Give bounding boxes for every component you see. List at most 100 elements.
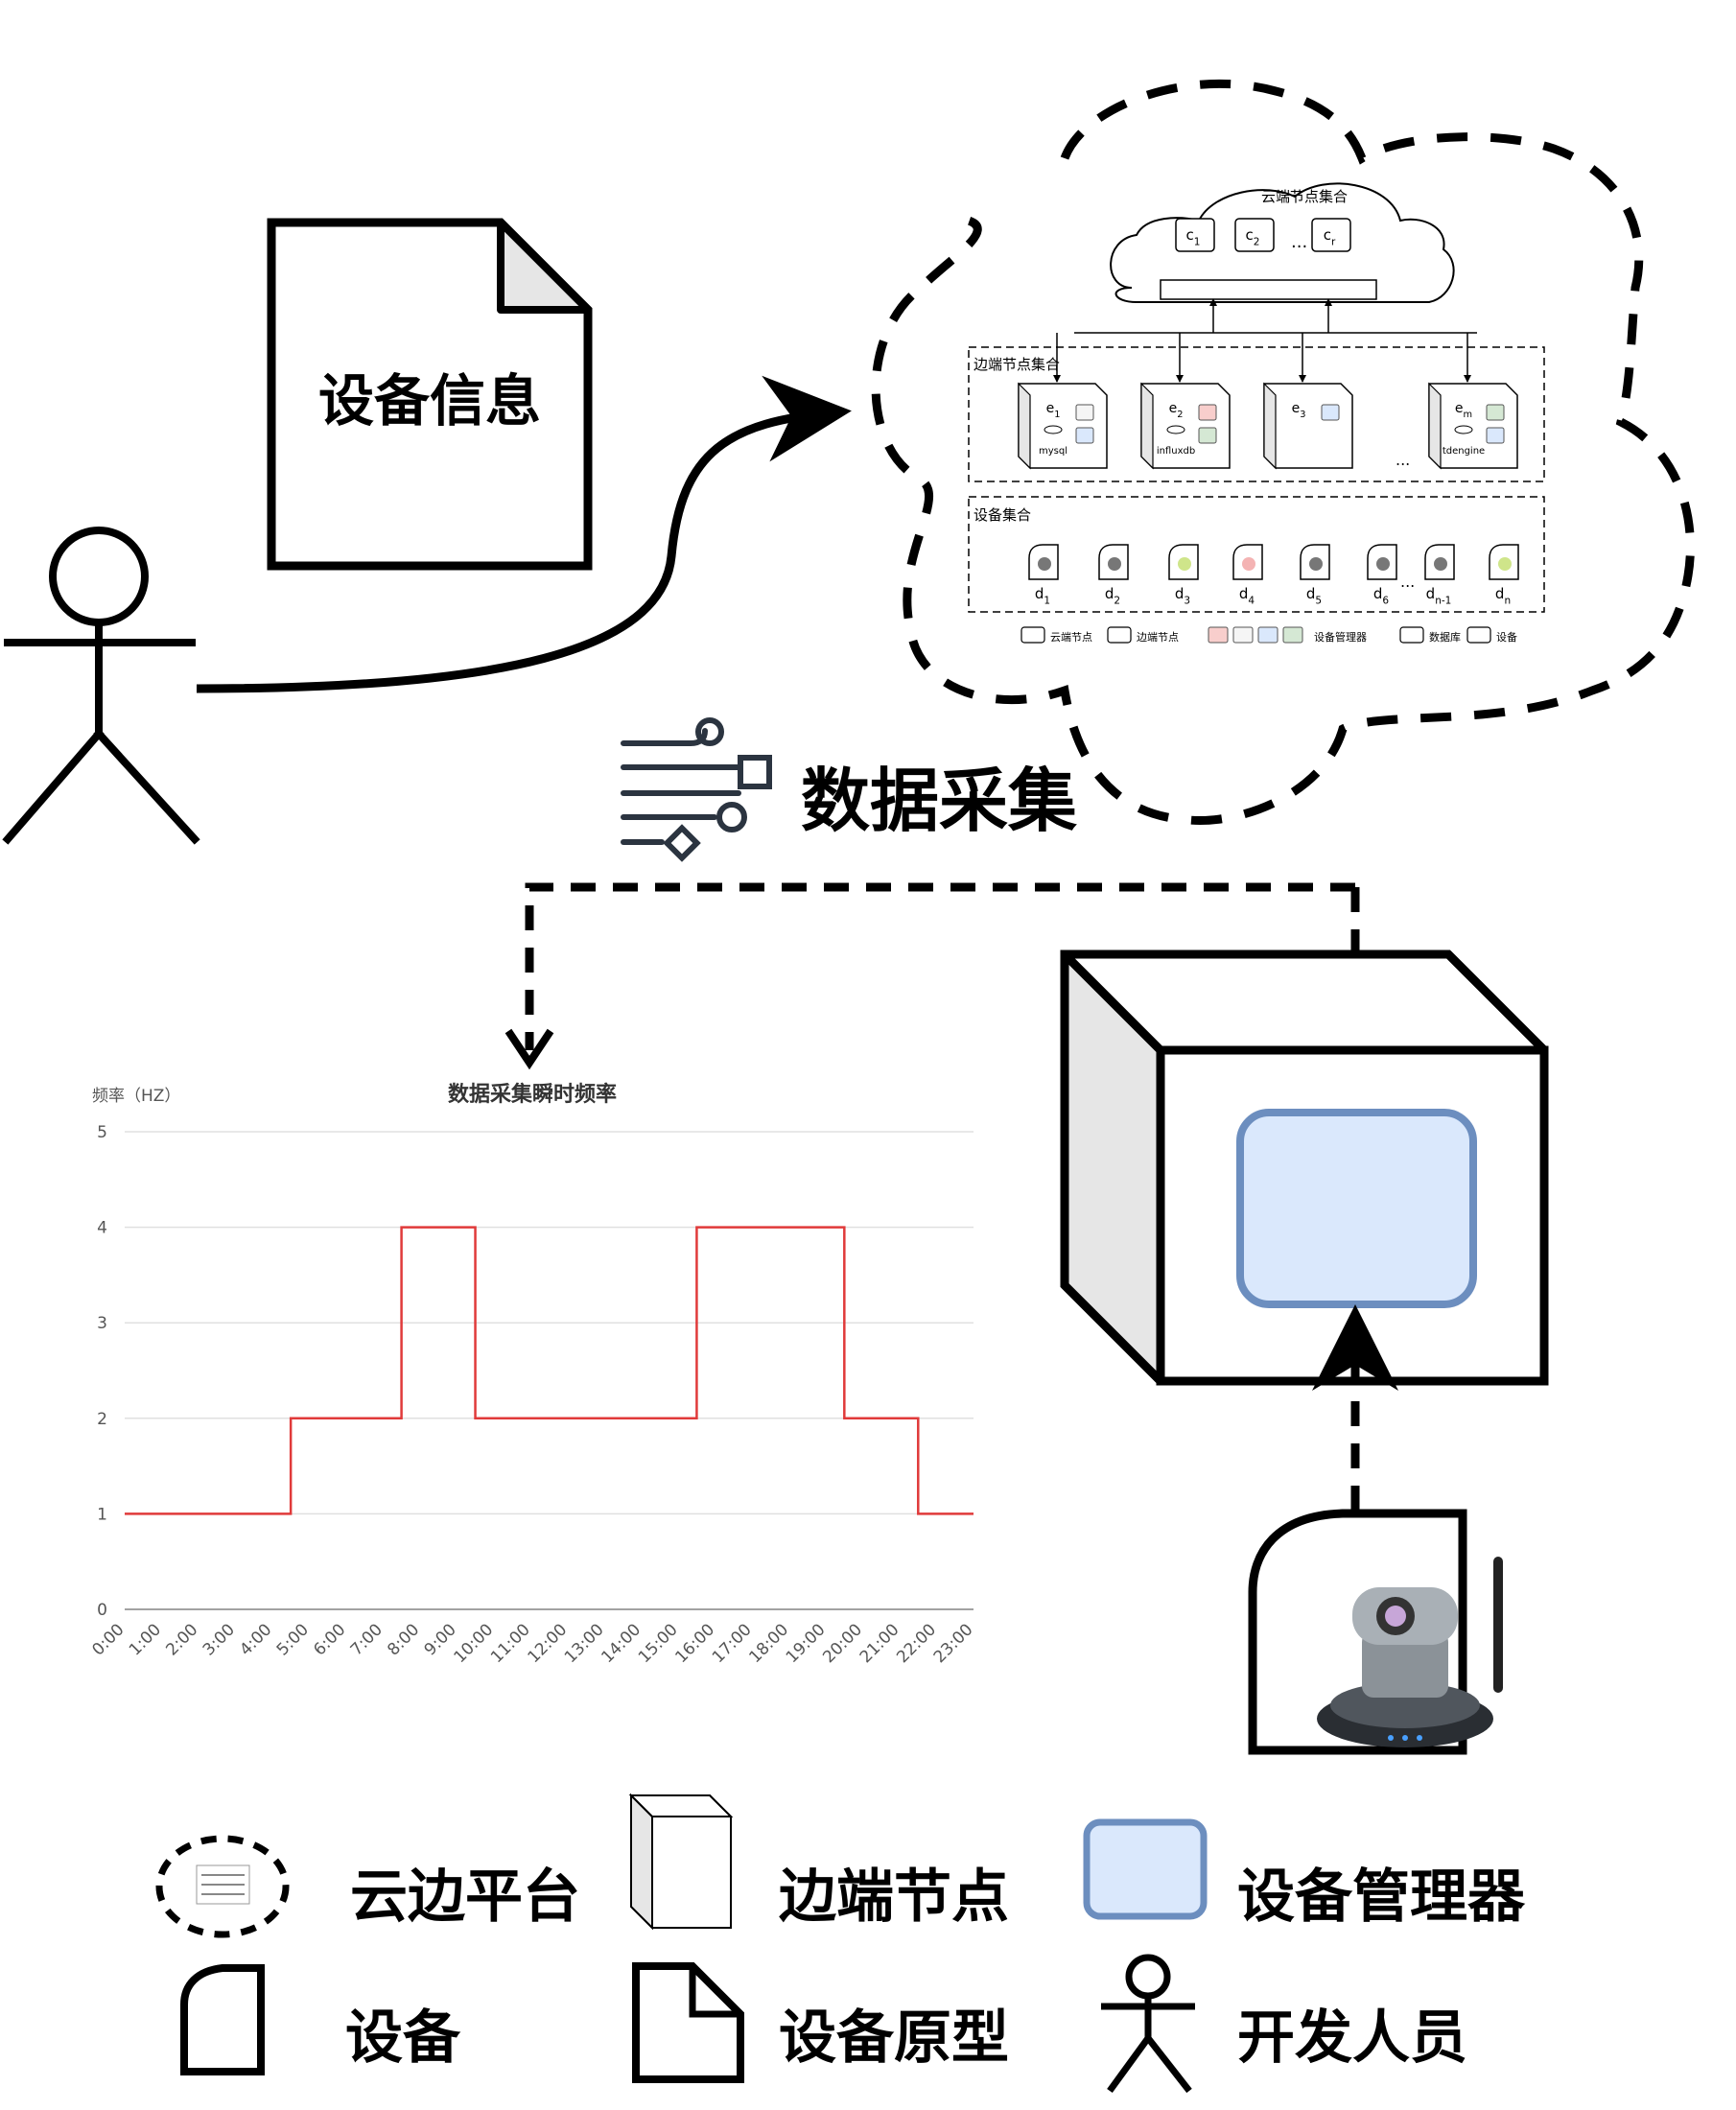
cloud-node-box — [1234, 218, 1275, 252]
device-ellipsis: ... — [1400, 573, 1415, 591]
device-label: d2 — [1105, 585, 1120, 606]
camera-icon — [1317, 1557, 1503, 1747]
mini-legend-manager-swatch — [1208, 626, 1229, 644]
chart-x-tick: 0:00 — [88, 1620, 128, 1659]
cloud-node-label: c1 — [1186, 226, 1201, 247]
legend-label-platform: 云边平台 — [350, 1864, 580, 1931]
device-manager-mini — [1486, 404, 1505, 421]
legend-label-edge-node: 边端节点 — [779, 1864, 1009, 1931]
edge-node-db-label: influxdb — [1157, 446, 1195, 457]
legend-label-device: 设备 — [345, 2004, 461, 2072]
cloud-node-box — [1175, 218, 1215, 252]
device-mini-icon — [1376, 557, 1390, 571]
device-mini-icon — [1498, 557, 1512, 571]
legend-label-developer: 开发人员 — [1237, 2004, 1467, 2072]
cloud-edge-platform-icon — [155, 1835, 290, 1938]
chart-x-tick: 7:00 — [347, 1620, 387, 1659]
device-label: d5 — [1306, 585, 1322, 606]
chart-x-tick: 23:00 — [930, 1620, 977, 1667]
mini-legend-shape — [1399, 626, 1424, 644]
submit-arrow — [196, 375, 852, 693]
cloud-node-label: cr — [1324, 226, 1336, 247]
device-label: d4 — [1239, 585, 1255, 606]
cloud-edge-platform-boundary — [871, 79, 1695, 826]
device-manager-mini — [1486, 427, 1505, 444]
device-mini-icon — [1108, 557, 1121, 571]
edge-set-title: 边端节点集合 — [974, 356, 1060, 373]
device-set — [968, 496, 1545, 613]
device-label: dn — [1495, 585, 1511, 606]
device-prototype-icon — [632, 1962, 744, 2083]
chart-x-tick: 14:00 — [598, 1620, 645, 1667]
chart-x-tick: 3:00 — [199, 1620, 239, 1659]
device-info-label: 设备信息 — [318, 368, 541, 434]
edge-node-cube — [1060, 950, 1549, 1386]
device-label: dn-1 — [1426, 585, 1452, 606]
device-manager-mini — [1075, 427, 1094, 444]
chart-x-tick: 11:00 — [487, 1620, 534, 1667]
edge-node-side — [1018, 382, 1031, 470]
device-set-title: 设备集合 — [974, 506, 1031, 524]
chart-y-tick: 1 — [97, 1505, 107, 1524]
mini-legend-label: 边端节点 — [1137, 631, 1179, 644]
chart-y-tick: 0 — [97, 1601, 107, 1620]
platform-thumbnail-icon — [196, 1864, 250, 1905]
chart-x-tick: 19:00 — [783, 1620, 830, 1667]
device-manager-mini — [1075, 404, 1094, 421]
chart-y-tick: 3 — [97, 1314, 107, 1333]
mini-legend-manager-swatch — [1232, 626, 1254, 644]
device-label: d6 — [1373, 585, 1390, 606]
mini-legend-shape — [1107, 626, 1132, 644]
chart-x-tick: 17:00 — [709, 1620, 756, 1667]
chart-series-line — [125, 1226, 974, 1515]
database-mini-icon — [1044, 425, 1063, 434]
device-manager-mini — [1198, 427, 1217, 444]
edge-node-side — [1263, 382, 1277, 470]
device-manager-mini — [1321, 404, 1340, 421]
chart-x-tick: 2:00 — [162, 1620, 201, 1659]
data-collection-label: 数据采集 — [801, 761, 1077, 841]
chart-x-tick: 10:00 — [451, 1620, 498, 1667]
edge-node-label: e2 — [1169, 401, 1184, 420]
chart-x-tick: 12:00 — [524, 1620, 571, 1667]
legend: 云边平台 边端节点 设备管理器 设备 设备原型 开发人员 — [155, 1793, 1526, 2094]
chart-x-tick: 13:00 — [561, 1620, 608, 1667]
cloud-node-ellipsis: ... — [1291, 232, 1307, 252]
device-mini-icon — [1309, 557, 1323, 571]
cloud-node-label: c2 — [1246, 226, 1260, 247]
mini-legend-manager-swatch — [1282, 626, 1303, 644]
chart-x-tick: 6:00 — [310, 1620, 349, 1659]
chart-x-tick: 4:00 — [236, 1620, 275, 1659]
developer-legend-icon — [1101, 1954, 1195, 2094]
to-chart-arrowhead — [504, 1028, 554, 1070]
edge-node-side — [1428, 382, 1442, 470]
device-camera — [1248, 1509, 1503, 1755]
device-label: d3 — [1175, 585, 1190, 606]
cloud-node-set — [1110, 182, 1455, 303]
chart-x-tick: 8:00 — [384, 1620, 423, 1659]
mini-legend-label: 云端节点 — [1050, 631, 1092, 644]
chart-x-tick: 21:00 — [856, 1620, 903, 1667]
edge-node-side — [1140, 382, 1154, 470]
mini-legend-shape — [1020, 626, 1045, 644]
device-mini-icon — [1434, 557, 1447, 571]
edge-node-label: e1 — [1046, 401, 1061, 420]
chart-title: 数据采集瞬时频率 — [448, 1082, 617, 1107]
device-mini-icon — [1242, 557, 1255, 571]
chart-x-tick: 5:00 — [273, 1620, 313, 1659]
chart-x-tick: 16:00 — [671, 1620, 718, 1667]
device-info-document: 设备信息 — [267, 218, 593, 571]
developer-icon — [2, 527, 200, 845]
database-mini-icon — [1166, 425, 1185, 434]
chart-y-tick: 2 — [97, 1410, 107, 1429]
device-manager — [1236, 1109, 1477, 1308]
device-shape-icon — [180, 1964, 265, 2075]
mini-legend-label: 数据库 — [1429, 630, 1461, 644]
chart-y-tick: 5 — [97, 1123, 107, 1142]
edge-node-label: e3 — [1292, 401, 1306, 420]
mini-legend-label: 设备管理器 — [1314, 630, 1367, 644]
legend-label-device-prototype: 设备原型 — [779, 2004, 1009, 2072]
